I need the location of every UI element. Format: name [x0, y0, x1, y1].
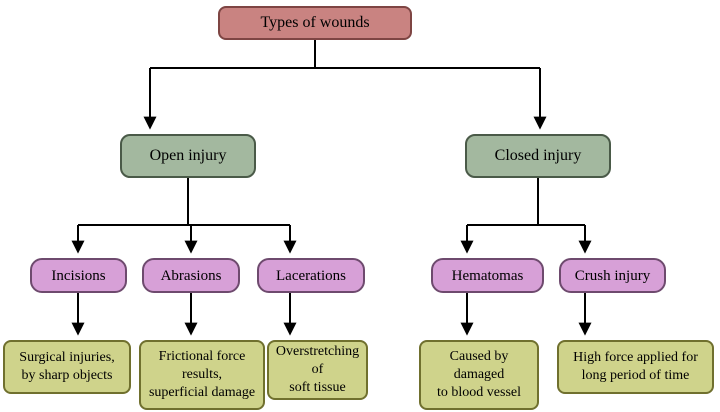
node-closed-injury: Closed injury — [465, 134, 611, 178]
node-open-injury: Open injury — [120, 134, 256, 178]
node-crush-injury: Crush injury — [559, 258, 666, 293]
node-abrasions: Abrasions — [142, 258, 240, 293]
node-incisions: Incisions — [30, 258, 127, 293]
node-hematomas-description: Caused by damaged to blood vessel — [419, 340, 539, 410]
node-crush-injury-description: High force applied for long period of ti… — [557, 340, 714, 394]
node-abrasions-description: Frictional force results, superficial da… — [139, 340, 265, 410]
node-incisions-description: Surgical injuries, by sharp objects — [3, 340, 131, 394]
node-lacerations: Lacerations — [257, 258, 365, 293]
node-hematomas: Hematomas — [431, 258, 544, 293]
node-types-of-wounds: Types of wounds — [218, 6, 412, 40]
node-lacerations-description: Overstretching of soft tissue — [267, 340, 368, 400]
